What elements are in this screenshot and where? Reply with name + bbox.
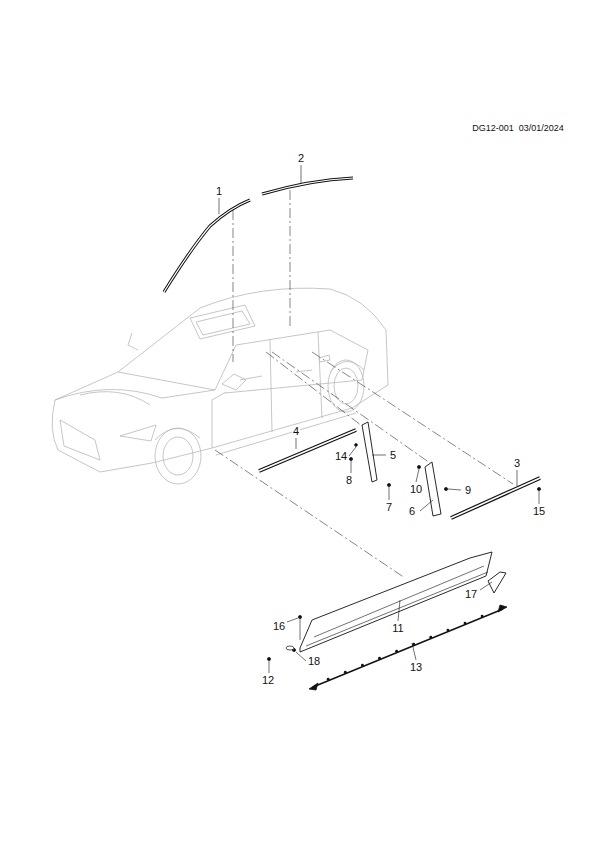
callout-number: 9 [464,485,472,496]
dash-dot-lines [215,190,513,578]
callout-number: 8 [345,475,353,486]
clip-dot [361,664,364,667]
clip-dot [447,629,450,632]
callout-number: 11 [391,623,404,634]
clip-dot [327,678,330,681]
callout-number: 14 [334,451,348,462]
callout-number: 6 [408,506,416,517]
clip-dot [429,636,432,639]
fasteners [267,444,540,661]
drawing-reference: DG12-001 03/01/2024 [471,124,565,133]
clip-dot [481,615,484,618]
callout-number: 17 [464,589,478,600]
callout-number: 1 [215,186,223,197]
callout-number: 16 [272,621,286,632]
car-outline [52,288,388,484]
callout-number: 10 [409,484,423,495]
callout-number: 7 [385,502,393,513]
clip-dot [464,622,467,625]
callout-number: 5 [389,450,397,461]
callout-number: 3 [513,458,521,469]
callout-number: 18 [307,656,321,667]
callout-number: 12 [261,675,275,686]
clip-dot [378,657,381,660]
moldings [164,178,540,690]
callout-number: 13 [409,662,423,673]
clip-dot [344,671,347,674]
callout-number: 2 [297,153,305,164]
callout-number: 15 [532,506,546,517]
clip-dot [395,650,398,653]
leader-lines [219,165,539,673]
callout-number: 4 [292,426,300,437]
